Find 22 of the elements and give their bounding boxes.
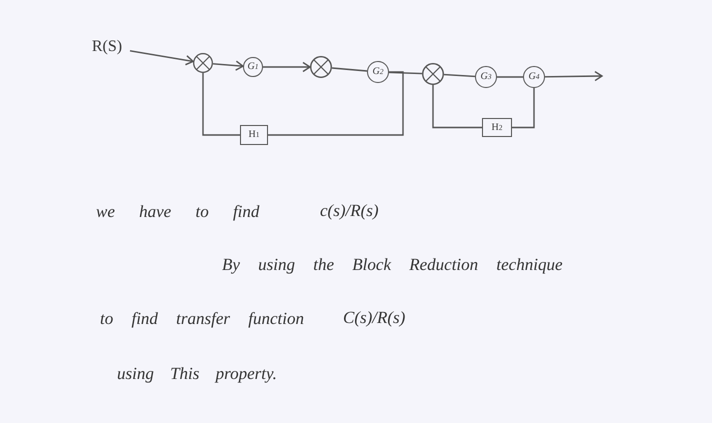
handwritten-note: using This property. (117, 364, 277, 384)
signal-line (332, 67, 368, 72)
handwritten-note: c(s)/R(s) (320, 201, 379, 221)
signal-line (388, 72, 422, 74)
arrow (263, 62, 311, 72)
handwritten-note: to find transfer function (100, 309, 304, 329)
signal-line (268, 71, 404, 136)
handwritten-note: we have to find (96, 202, 260, 222)
signal-line (444, 74, 476, 78)
signal-line (512, 88, 535, 128)
signal-line (432, 85, 482, 128)
arrow (130, 50, 194, 66)
signal-line (497, 76, 523, 78)
handwritten-note: C(s)/R(s) (343, 308, 406, 328)
summing-junction (422, 63, 444, 85)
arrow (212, 60, 244, 71)
signal-line (202, 73, 240, 136)
summing-junction (310, 56, 332, 78)
input-label: R(S) (84, 36, 130, 58)
summing-junction (193, 53, 213, 73)
arrow (545, 70, 603, 82)
handwritten-note: By using the Block Reduction technique (222, 255, 562, 275)
